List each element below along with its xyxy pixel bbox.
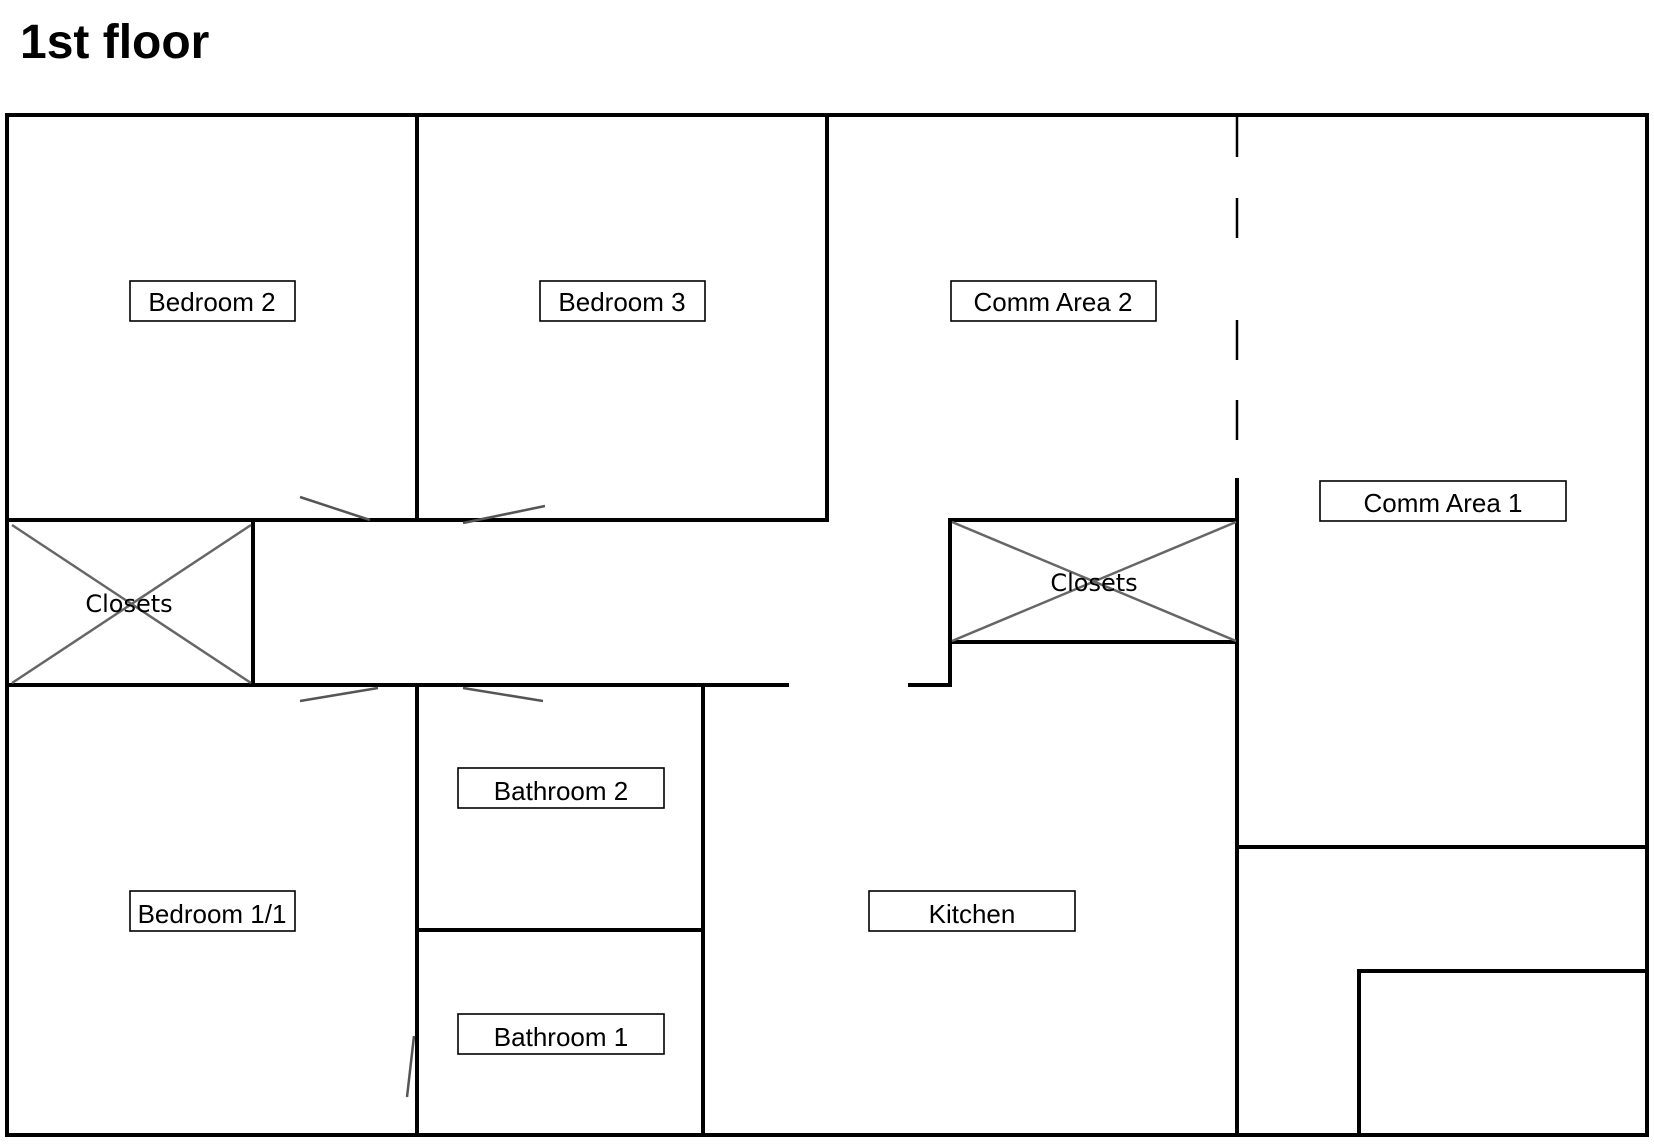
door-swings — [299, 495, 546, 1098]
label-bedroom-3-text: Bedroom 3 — [558, 287, 685, 317]
label-kitchen: Kitchen — [868, 890, 1076, 932]
label-comm-area-1-text: Comm Area 1 — [1364, 488, 1523, 518]
label-bedroom-1: Bedroom 1/1 — [129, 890, 296, 932]
label-kitchen-text: Kitchen — [929, 899, 1016, 929]
label-bathroom-2-text: Bathroom 2 — [494, 776, 628, 806]
label-comm-area-2-text: Comm Area 2 — [974, 287, 1133, 317]
label-bedroom-2: Bedroom 2 — [129, 280, 296, 322]
closet-right-cross — [951, 520, 1237, 643]
label-comm-area-1: Comm Area 1 — [1319, 480, 1567, 522]
label-bathroom-2: Bathroom 2 — [457, 767, 665, 809]
label-bathroom-1-text: Bathroom 1 — [494, 1022, 628, 1052]
interior-walls — [5, 113, 1649, 1137]
label-bedroom-1-text: Bedroom 1/1 — [138, 899, 287, 929]
label-closets-right: Closets — [1050, 569, 1137, 597]
floor-title: 1st floor — [20, 16, 210, 69]
label-closets-left: Closets — [85, 590, 172, 618]
label-comm-area-2: Comm Area 2 — [950, 280, 1157, 322]
label-bathroom-1: Bathroom 1 — [457, 1013, 665, 1055]
label-bedroom-3: Bedroom 3 — [539, 280, 706, 322]
label-bedroom-2-text: Bedroom 2 — [148, 287, 275, 317]
closet-left-cross — [11, 523, 252, 685]
